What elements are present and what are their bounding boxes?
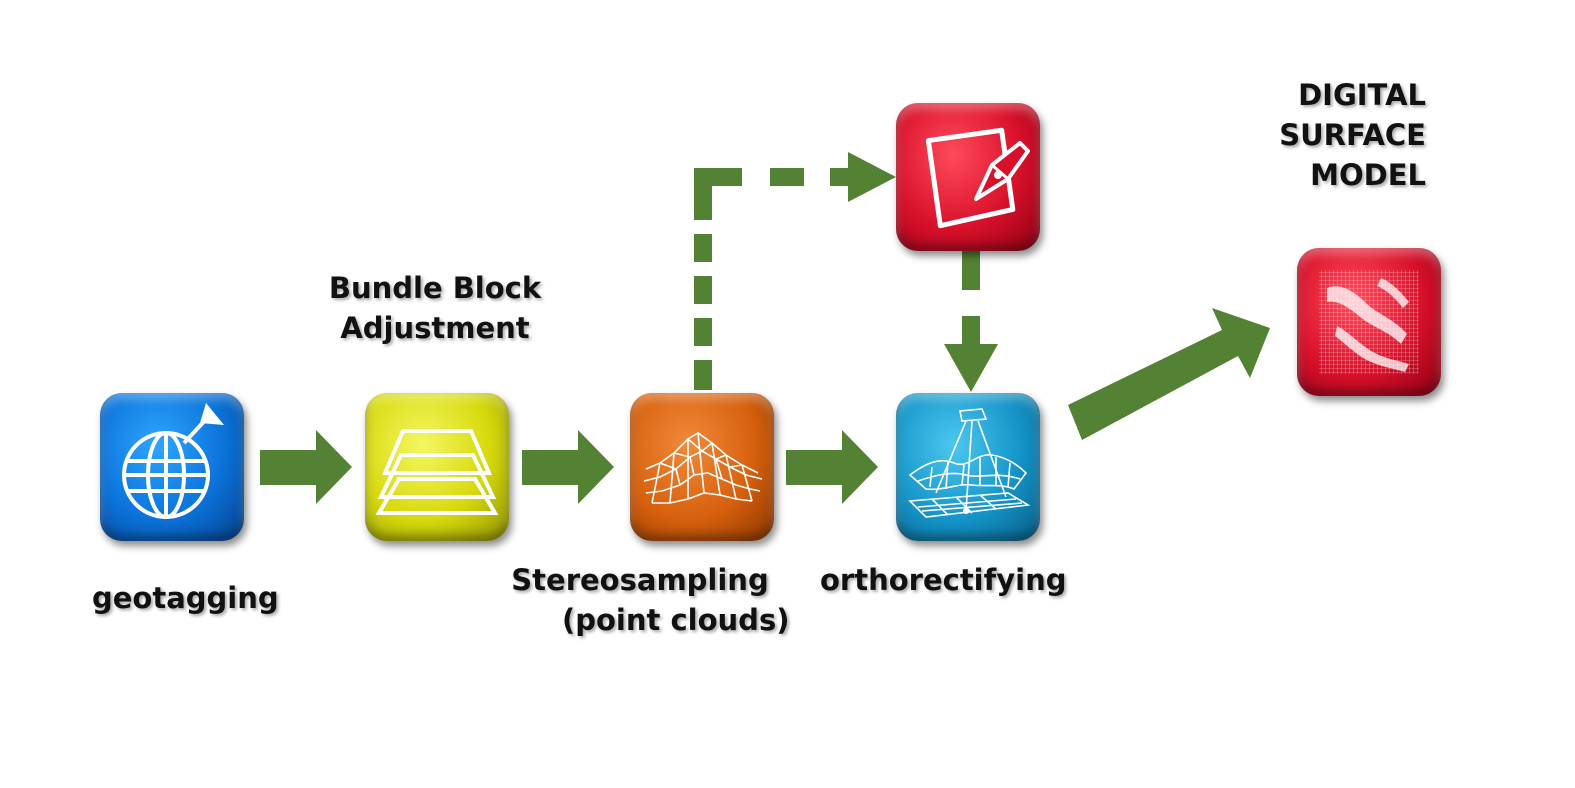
orthorectifying-label: orthorectifying: [820, 563, 1067, 597]
dsm-label-line-2: SURFACE: [1279, 118, 1426, 152]
arrow-geotag-to-bba: [260, 430, 352, 504]
bundle-block-tile: [365, 393, 509, 541]
geotagging-label: geotagging: [92, 581, 279, 615]
bundle-block-label-line-1: Bundle Block: [328, 271, 542, 305]
pen-edit-icon: [925, 127, 1030, 229]
dsm-label: DIGITAL SURFACE MODEL: [1200, 75, 1426, 195]
arrow-stereo-to-ortho: [786, 430, 878, 504]
stereosampling-label-line-2: (point clouds): [562, 603, 790, 637]
raster-surface-icon: [1319, 270, 1419, 374]
arrow-ortho-to-dsm: [1068, 308, 1270, 440]
dashed-arrow-edit-to-ortho: [944, 250, 998, 392]
bundle-block-label-line-2: Adjustment: [340, 311, 530, 345]
stacked-planes-icon: [375, 429, 499, 515]
wireframe-mesh-icon: [643, 432, 763, 504]
dashed-arrow-stereo-to-edit: [694, 152, 896, 390]
dsm-label-line-3: MODEL: [1310, 158, 1426, 192]
stereosampling-label: Stereosampling (point clouds): [500, 560, 790, 640]
arrow-bba-to-stereo: [522, 430, 614, 504]
geotagging-tile: [100, 393, 244, 541]
ortho-projection-icon: [908, 408, 1031, 518]
stereosampling-tile: [630, 393, 774, 541]
globe-flag-icon: [122, 403, 224, 519]
editing-tile: [896, 103, 1040, 251]
bundle-block-adjustment-label: Bundle Block Adjustment: [310, 268, 560, 348]
stereosampling-label-line-1: Stereosampling: [511, 563, 769, 597]
orthorectifying-tile: [896, 393, 1040, 541]
dsm-tile: [1297, 248, 1441, 396]
dsm-label-line-1: DIGITAL: [1298, 78, 1426, 112]
